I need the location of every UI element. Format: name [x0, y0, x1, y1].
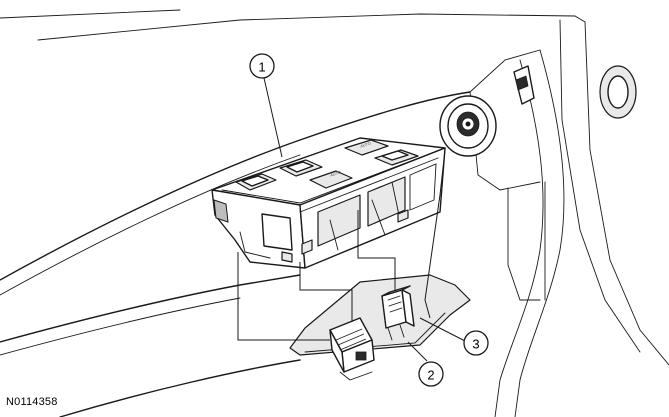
harness-routing-lines [237, 149, 446, 341]
switch-label-auto-1: AUTO [330, 169, 342, 177]
figure-reference-id: N0114358 [6, 396, 58, 408]
callout-1: 1 [249, 53, 275, 79]
callout-2: 2 [418, 361, 444, 387]
callout-3-label: 3 [472, 337, 479, 352]
mirror-control-knob [439, 95, 497, 157]
callout-leaders [263, 77, 466, 362]
door-grommet [599, 65, 637, 119]
window-switch-module: AUTO AUTO [211, 137, 446, 269]
window-switch-button-rear-right [344, 139, 389, 156]
window-switch-button-rear-left [309, 170, 353, 189]
callout-1-label: 1 [258, 60, 265, 75]
callout-3: 3 [463, 330, 489, 356]
connector-recess [289, 274, 471, 356]
electrical-connector-2 [329, 317, 375, 381]
electrical-connector-3 [381, 285, 415, 341]
door-lock-tab [513, 65, 535, 105]
door-trim-panel [0, 9, 669, 417]
callout-2-label: 2 [427, 368, 434, 383]
switch-label-auto-2: AUTO [360, 140, 372, 148]
